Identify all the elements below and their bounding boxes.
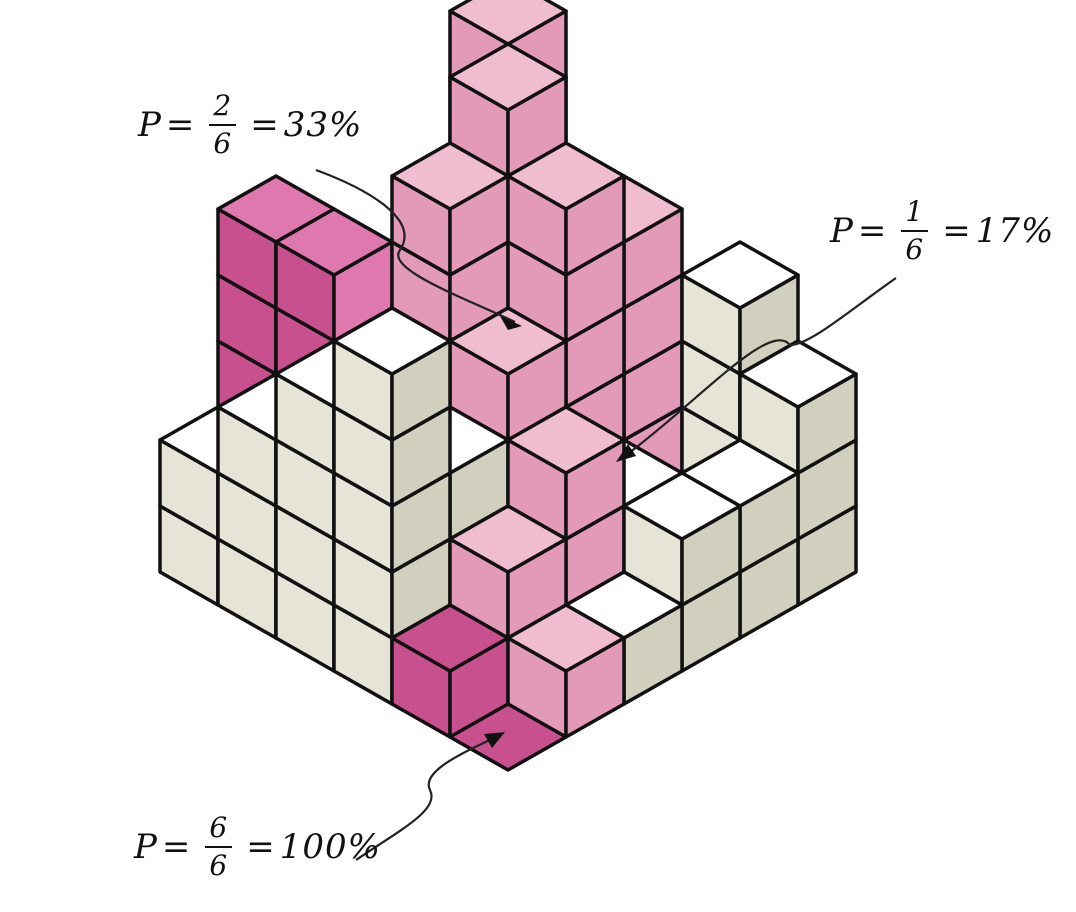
pink-cube [448,504,568,640]
plain-cube [332,306,452,442]
p-symbol: P [134,827,158,867]
cube-top-face [622,471,742,541]
cube-top-face [274,207,394,277]
arrow-probability-top [315,168,516,323]
annotation-probability-right: P = 1 6 = 17% [830,198,1054,264]
pink-cube [390,141,510,277]
cube-top-face [738,339,858,409]
annotation-probability-top: P = 2 6 = 33% [138,92,362,158]
equals-sign: = [246,827,276,867]
pink-cube [506,141,626,277]
fraction: 1 6 [901,198,929,266]
cube-top-face [680,240,800,310]
p-symbol: P [138,105,162,145]
floor-tile [448,702,568,772]
cube-top-face [390,603,510,673]
arrow-probability-right [624,277,897,457]
fraction: 2 6 [209,92,237,160]
equals-sign: = [942,211,972,251]
arrow-probability-bottom-head [484,732,505,748]
arrow-probability-top-head [500,316,522,330]
percentage-result: 100% [279,827,381,867]
cube-top-face [506,141,626,211]
cube-top-face [448,0,568,46]
cube-top-face [506,405,626,475]
denominator: 6 [905,233,925,266]
cube-top-face [448,504,568,574]
p-symbol: P [830,211,854,251]
cube-top-face [390,141,510,211]
arrow-probability-right-head [616,444,636,462]
pink-cube [274,207,394,343]
percentage-result: 33% [283,105,363,145]
arrow-probability-bottom [355,735,499,861]
denominator: 6 [213,127,233,160]
equals-sign: = [250,105,280,145]
annotation-probability-bottom: P = 6 6 = 100% [134,814,381,880]
cube-top-face [506,603,626,673]
cube-top-face [448,306,568,376]
plain-cube [680,240,800,376]
cube-top-face [332,306,452,376]
pink-cube [506,603,626,739]
fraction: 6 6 [205,814,233,882]
cube-top-face [448,42,568,112]
equals-sign: = [165,105,196,145]
equals-sign: = [857,211,888,251]
numerator: 6 [205,814,233,848]
denominator: 6 [209,849,229,882]
equals-sign: = [161,827,192,867]
numerator: 2 [209,92,237,126]
percentage-result: 17% [975,211,1055,251]
numerator: 1 [901,198,929,232]
